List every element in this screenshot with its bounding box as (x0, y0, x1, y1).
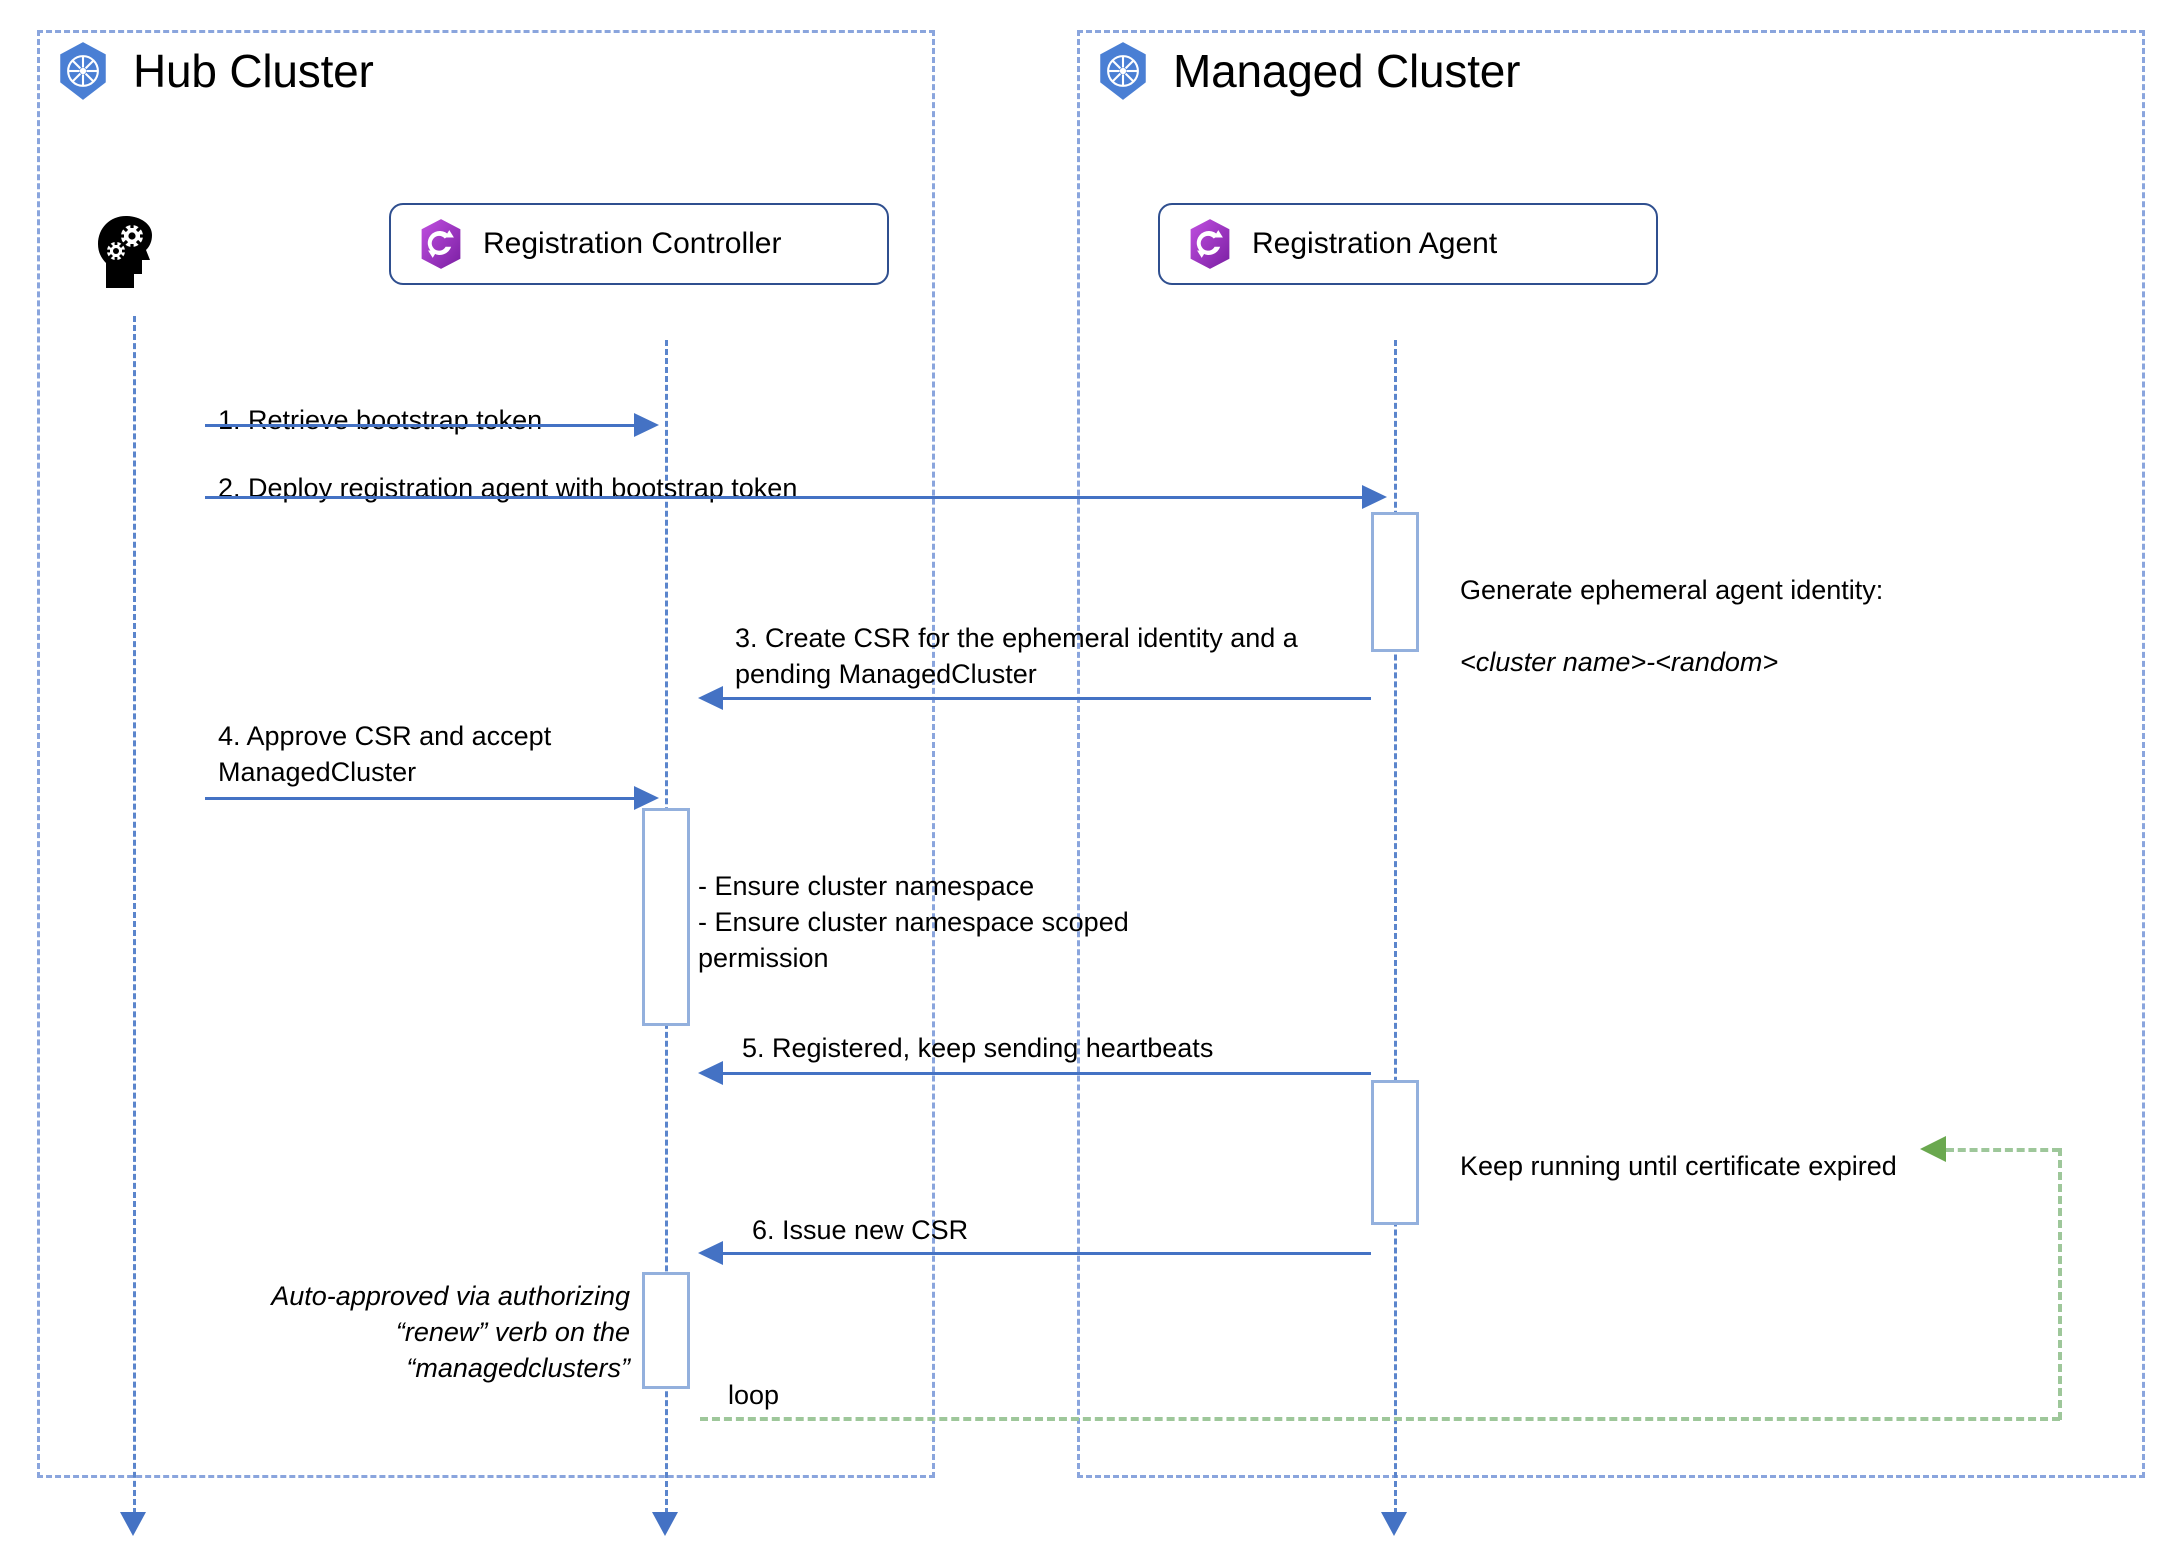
message-line-6 (723, 1252, 1371, 1255)
message-arrowhead-2 (1362, 485, 1387, 509)
message-arrowhead-4 (634, 786, 659, 810)
note-generate-identity-line2: <cluster name>-<random> (1460, 647, 1779, 677)
cluster-title-hub: Hub Cluster (133, 45, 374, 97)
message-label-3: 3. Create CSR for the ephemeral identity… (735, 623, 1298, 689)
loop-arrowhead (1920, 1136, 1946, 1162)
activation-controller-ensure-namespace (642, 808, 690, 1026)
cluster-box-managed (1077, 30, 2145, 1478)
note-keep-running: Keep running until certificate expired (1460, 1151, 1897, 1181)
cluster-title-managed: Managed Cluster (1173, 45, 1521, 97)
message-label-1: 1. Retrieve bootstrap token (218, 405, 543, 435)
lifeline-end-arrow-registration-controller (652, 1512, 678, 1536)
ocm-icon (1186, 217, 1234, 271)
lifeline-end-arrow-registration-agent (1381, 1512, 1407, 1536)
kubernetes-icon (1095, 40, 1151, 102)
activation-agent-keep-running (1371, 1080, 1419, 1225)
message-arrowhead-6 (698, 1241, 723, 1265)
message-line-4 (205, 797, 635, 800)
lifeline-actor (133, 316, 136, 1514)
note-auto-approved: Auto-approved via authorizing “renew” ve… (271, 1281, 630, 1383)
message-arrowhead-1 (634, 413, 659, 437)
loop-label: loop (728, 1380, 780, 1410)
message-label-2: 2. Deploy registration agent with bootst… (218, 473, 798, 503)
loop-line-right (2058, 1148, 2062, 1420)
activation-controller-auto-approve (642, 1272, 690, 1389)
lifeline-end-arrow-actor (120, 1512, 146, 1536)
message-label-6: 6. Issue new CSR (752, 1215, 969, 1245)
participant-registration-controller[interactable]: Registration Controller (389, 203, 889, 285)
message-line-3 (723, 697, 1371, 700)
note-generate-identity: Generate ephemeral agent identity: <clus… (1460, 536, 1883, 680)
participant-label-registration-controller: Registration Controller (483, 227, 782, 260)
loop-line-bottom (700, 1417, 2060, 1421)
message-label-5: 5. Registered, keep sending heartbeats (742, 1033, 1214, 1063)
message-line-1 (205, 424, 635, 427)
actor-user-head-gears[interactable] (90, 212, 162, 292)
loop-line-top (1946, 1148, 2060, 1152)
message-line-5 (723, 1072, 1371, 1075)
kubernetes-icon (55, 40, 111, 102)
note-ensure-namespace: - Ensure cluster namespace - Ensure clus… (698, 871, 1129, 973)
message-label-4: 4. Approve CSR and accept ManagedCluster (218, 721, 552, 787)
ocm-icon (417, 217, 465, 271)
message-arrowhead-3 (698, 686, 723, 710)
activation-agent-generate-identity (1371, 512, 1419, 652)
message-arrowhead-5 (698, 1061, 723, 1085)
cluster-header-hub: Hub Cluster (55, 40, 374, 102)
cluster-box-hub (37, 30, 935, 1478)
message-line-2 (205, 496, 1363, 499)
cluster-header-managed: Managed Cluster (1095, 40, 1521, 102)
lifeline-registration-agent (1394, 340, 1397, 1514)
participant-label-registration-agent: Registration Agent (1252, 227, 1498, 260)
note-generate-identity-line1: Generate ephemeral agent identity: (1460, 575, 1884, 605)
participant-registration-agent[interactable]: Registration Agent (1158, 203, 1658, 285)
